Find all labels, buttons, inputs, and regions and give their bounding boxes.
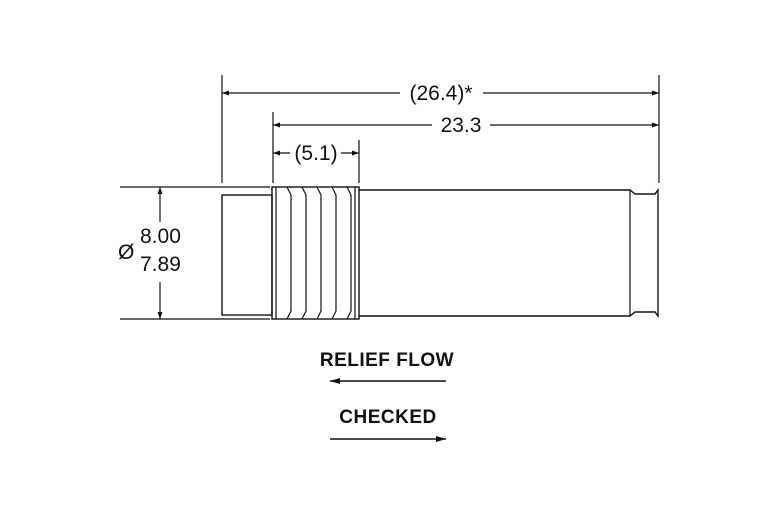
body-length-label: 23.3: [441, 114, 482, 137]
grooved-section: [271, 186, 360, 320]
diameter-symbol: Ø: [118, 241, 134, 264]
groove-length-dimension: (5.1): [273, 142, 359, 165]
checked-label: CHECKED: [339, 407, 436, 428]
relief-flow-label: RELIEF FLOW: [320, 350, 454, 371]
overall-length-label: (26.4)*: [409, 82, 472, 105]
valve-tip: [221, 194, 273, 316]
extension-lines: [120, 75, 660, 320]
groove-length-label: (5.1): [294, 142, 337, 165]
diameter-min-label: 7.89: [140, 253, 181, 276]
relief-flow-note: RELIEF FLOW: [320, 350, 454, 384]
diameter-max-label: 8.00: [140, 225, 181, 248]
overall-length-dimension: (26.4)*: [222, 82, 659, 105]
part-outline: [221, 186, 659, 320]
valve-body: [359, 187, 659, 319]
diameter-dimension: Ø 8.00 7.89: [118, 187, 181, 319]
checked-note: CHECKED: [330, 407, 446, 442]
body-length-dimension: 23.3: [273, 114, 659, 137]
